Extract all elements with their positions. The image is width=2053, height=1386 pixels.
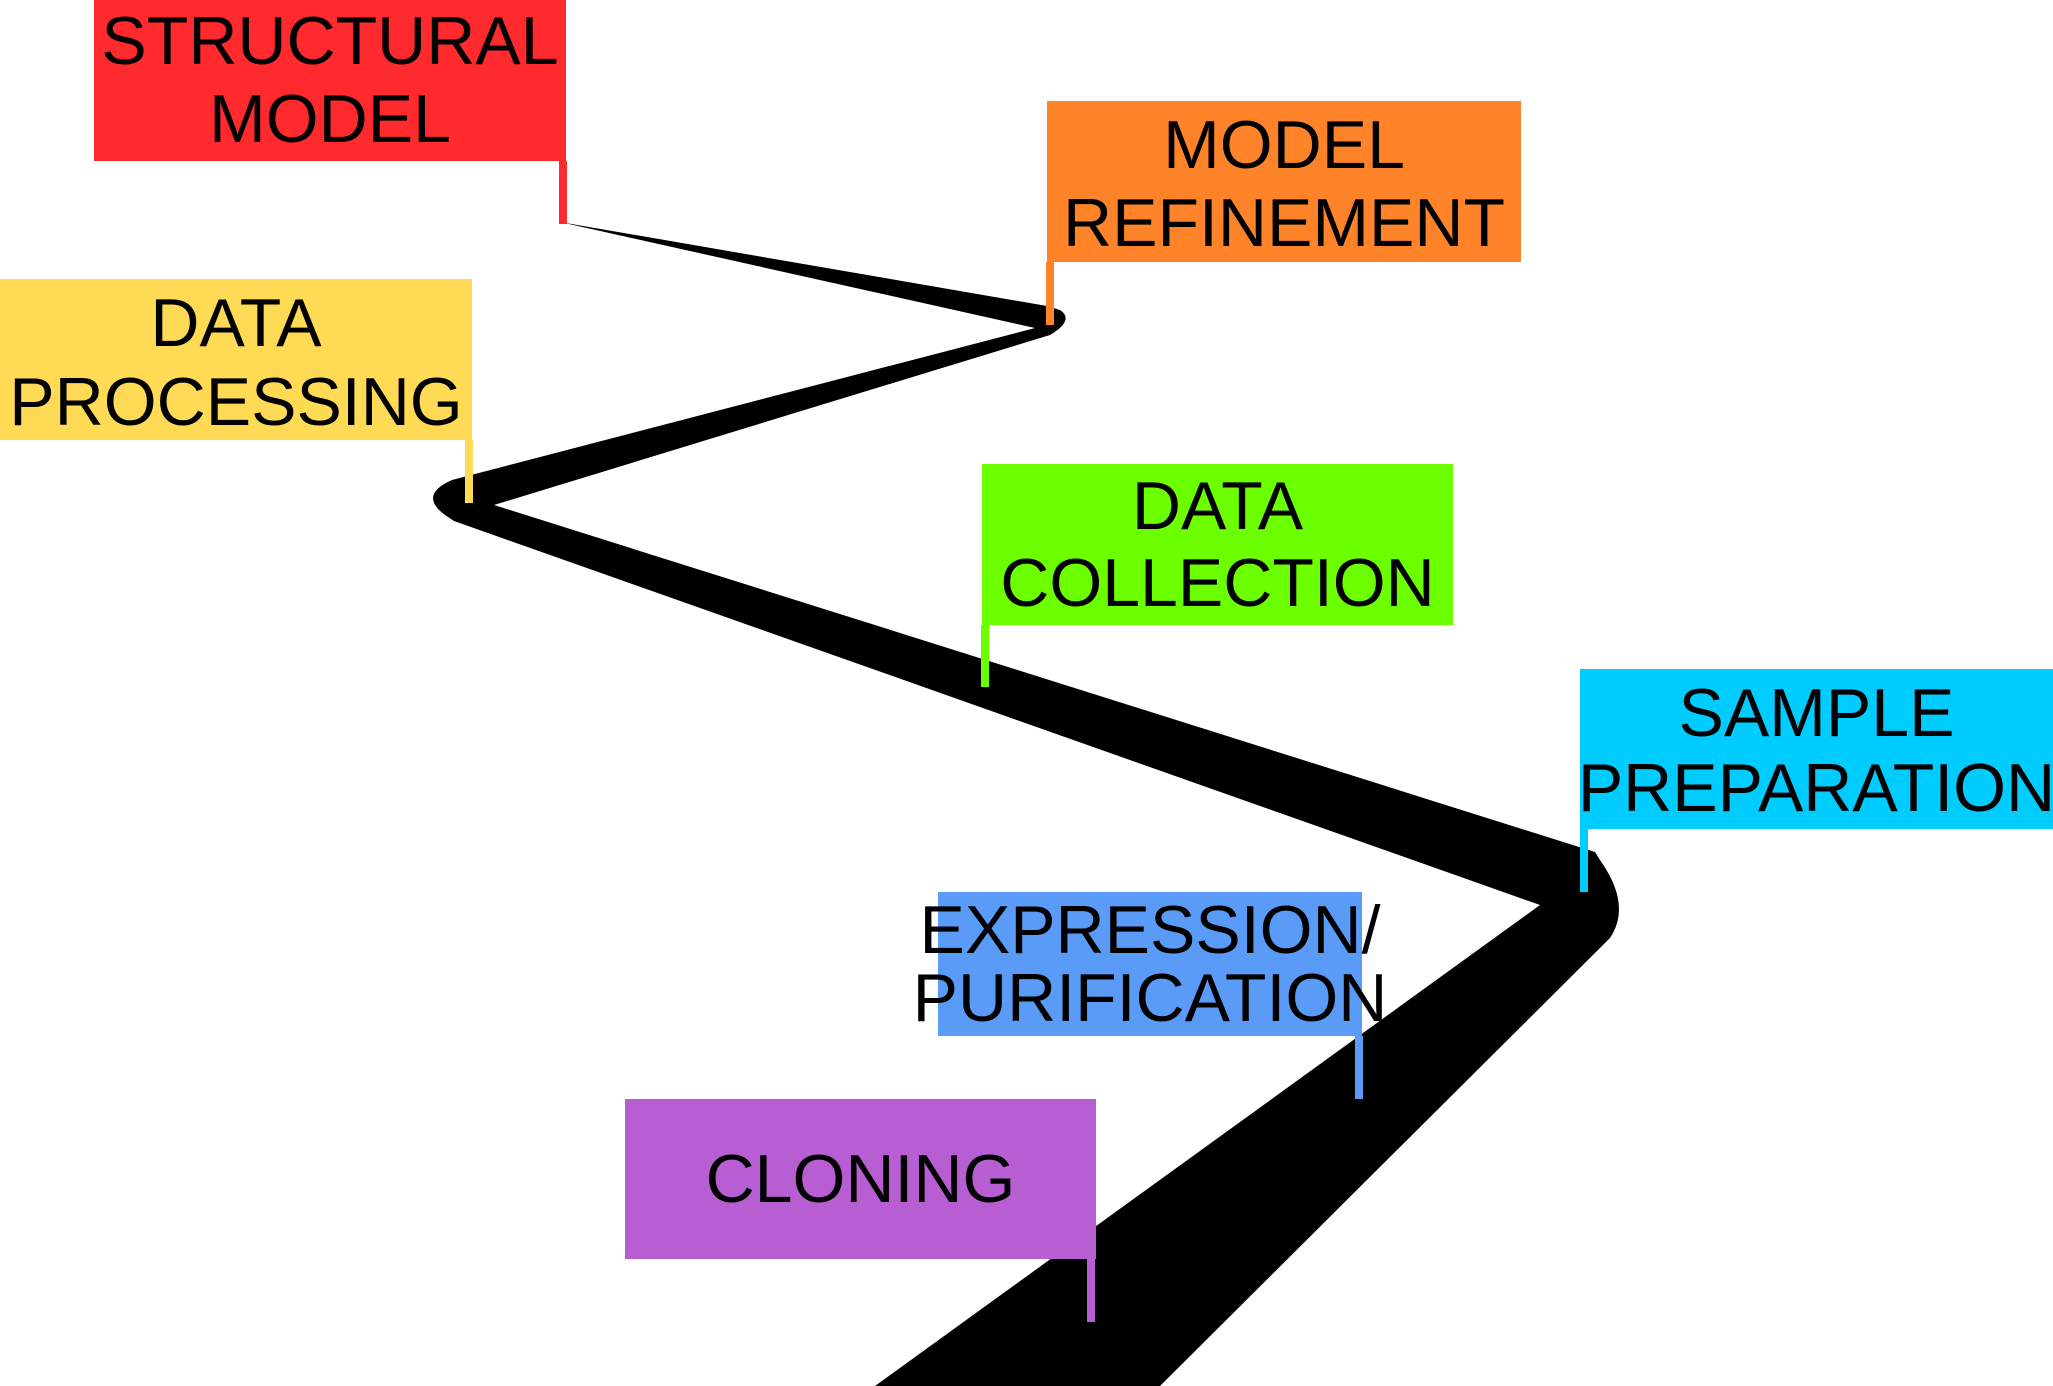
flag-pole-data-collection [981,625,989,687]
flag-label-expression-purification-line-1: EXPRESSION/ [919,892,1380,968]
flag-pole-data-processing [465,440,473,503]
stage-flag-cloning: CLONING [625,1099,1096,1322]
flag-pole-sample-preparation [1580,829,1588,892]
flag-label-sample-preparation-line-2: PREPARATION [1578,750,2053,826]
flag-banner-expression-purification [938,892,1362,1036]
flag-pole-structural-model [559,161,567,224]
flag-label-sample-preparation-line-1: SAMPLE [1679,675,1955,751]
stage-flag-expression-purification: EXPRESSION/PURIFICATION [913,892,1388,1099]
flag-label-data-collection-line-1: DATA [1132,468,1304,544]
flag-banner-data-processing [0,279,472,440]
flag-label-data-collection-line-2: COLLECTION [1000,545,1435,621]
flag-banner-sample-preparation [1580,669,2053,829]
flag-label-data-processing-line-1: DATA [150,285,322,361]
flag-label-data-processing-line-2: PROCESSING [9,364,462,440]
flag-pole-cloning [1087,1259,1095,1322]
flag-label-structural-model-line-2: MODEL [209,81,451,157]
flag-banner-cloning [625,1099,1096,1259]
road-path [433,222,1619,1386]
flag-banner-data-collection [982,464,1453,625]
flag-pole-model-refinement [1046,262,1054,325]
stage-flags: CLONING EXPRESSION/PURIFICATION SAMPLEPREP… [0,0,2053,1322]
flag-label-model-refinement-line-2: REFINEMENT [1063,185,1505,261]
flag-banner-structural-model [94,0,566,161]
flag-label-cloning-line-1: CLONING [706,1141,1016,1217]
flag-label-model-refinement-line-1: MODEL [1163,107,1405,183]
flag-label-expression-purification-line-2: PURIFICATION [913,960,1388,1036]
flag-pole-expression-purification [1355,1036,1363,1099]
flag-banner-model-refinement [1047,101,1521,262]
flag-label-structural-model-line-1: STRUCTURAL [101,3,558,79]
